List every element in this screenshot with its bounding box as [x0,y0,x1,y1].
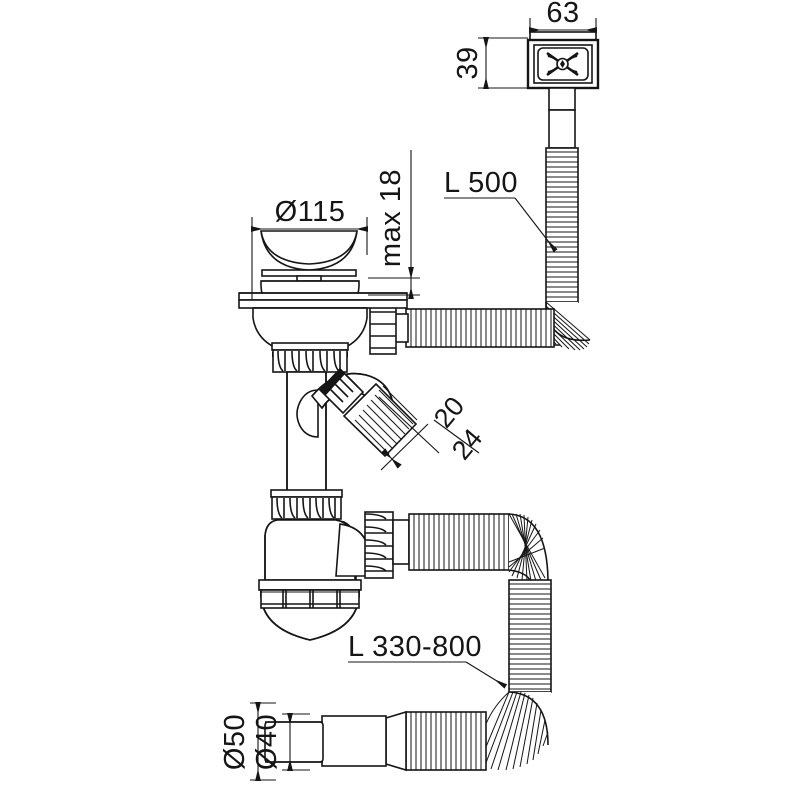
dimension-label-max-18: max 18 [375,169,407,267]
outlet-hose-upper-bend [508,513,549,582]
leader-length-l500: L 500 [444,167,558,253]
appliance-branch-inlet [310,367,418,458]
outlet-pipe [264,710,407,772]
overflow-connection-nut [369,305,397,355]
dimension-max-18: max 18 [368,150,420,299]
overflow-cover-plate [526,31,600,111]
dimension-diameter-115: Ø115 [251,196,368,300]
trap-cup-fins [260,589,360,609]
dimension-label-l330-800: L 330-800 [348,631,482,663]
dimension-diameter-40: Ø40 [251,713,310,771]
trap-outlet-nut [364,511,410,579]
trap-cup [258,579,362,641]
overflow-grate-cross-icon [546,51,579,77]
overflow-flexible-hose [393,109,591,351]
dimension-diameter-50: Ø50 [219,702,276,781]
dimension-label-diameter-40: Ø40 [251,714,283,770]
dimension-height-39: 39 [452,37,528,89]
dimension-label-63: 63 [546,0,579,29]
branch-cap-nut [318,367,365,415]
bottle-trap-body [264,519,370,581]
dimension-label-diameter-50: Ø50 [219,714,251,770]
leader-length-l330-800: L 330-800 [348,631,508,689]
dimension-label-l500: L 500 [444,167,518,199]
outlet-hose-lower-bend [477,691,551,771]
strainer-lock-nut [271,342,349,373]
trap-inlet-nut [270,489,343,520]
outlet-flexible-hose [405,513,552,771]
strainer-basket [260,230,358,282]
dimension-width-63: 63 [529,0,597,38]
dimension-label-diameter-115: Ø115 [275,196,346,228]
dimension-label-39: 39 [452,46,484,79]
